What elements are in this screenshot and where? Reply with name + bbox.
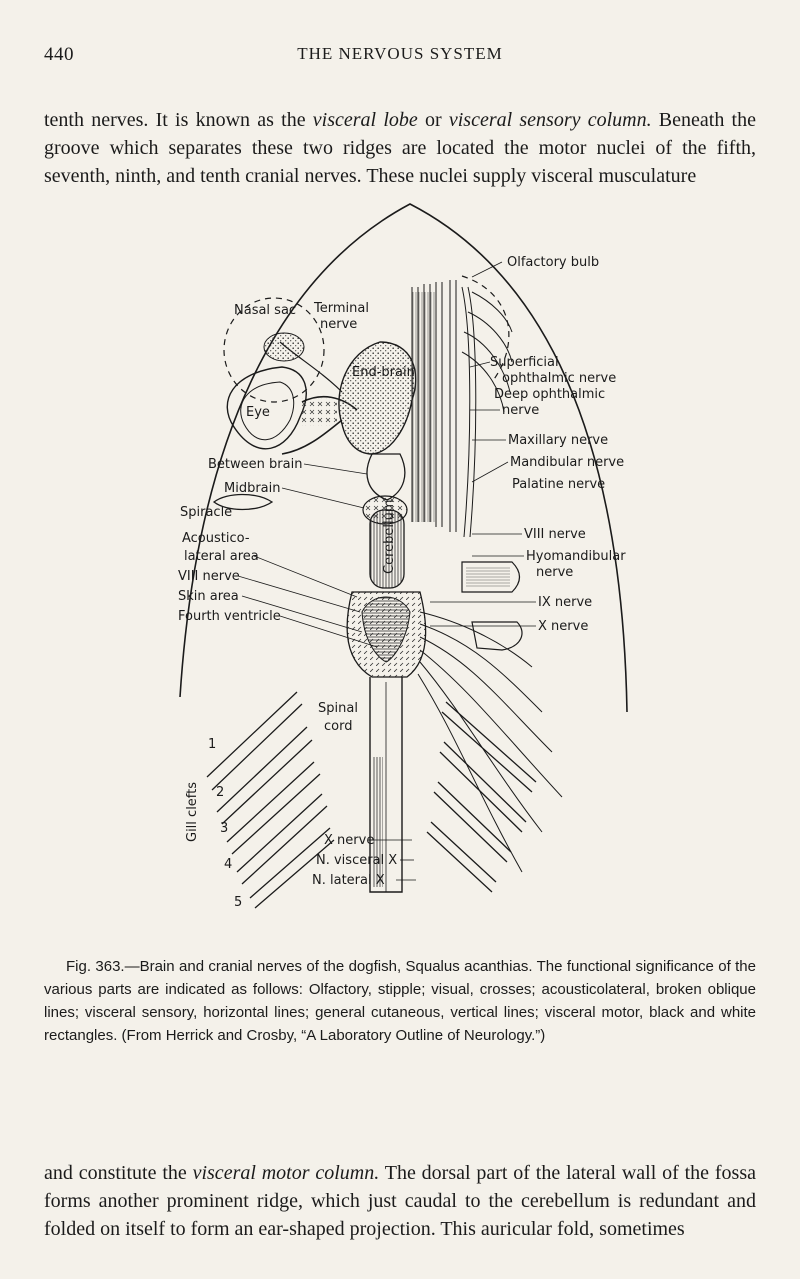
- nasal-sac: [223, 297, 325, 403]
- label-between-brain: Between brain: [208, 457, 302, 472]
- label-cleft-5: 5: [234, 895, 242, 910]
- label-cleft-3: 3: [220, 821, 228, 836]
- label-deep-2: nerve: [502, 403, 539, 418]
- paragraph-bottom: and constitute the visceral motor column…: [44, 1159, 756, 1243]
- label-fourth-ventricle: Fourth ventricle: [178, 609, 281, 624]
- between-brain: [366, 453, 406, 501]
- paragraph-bottom-emphasis-1: visceral motor column.: [192, 1162, 380, 1184]
- label-acoustico-1: Acoustico-: [182, 531, 250, 546]
- label-end-brain: End-brain: [352, 365, 415, 380]
- paragraph-bottom-part1: and constitute the: [44, 1162, 193, 1184]
- running-head: THE NERVOUS SYSTEM: [297, 44, 503, 63]
- cerebellum: [369, 509, 405, 589]
- spiracle: [212, 493, 274, 511]
- paragraph-top-part3: Beneath the groove which separates these…: [44, 109, 756, 187]
- label-palatine: Palatine nerve: [512, 477, 605, 492]
- figure-caption: Fig. 363.—Brain and cranial nerves of th…: [44, 955, 756, 1047]
- page-header: 440 THE NERVOUS SYSTEM: [0, 44, 800, 68]
- paragraph-bottom-part2: The dorsal part of the lateral wall of t…: [44, 1162, 757, 1240]
- head-outline: [179, 203, 628, 713]
- label-eye: Eye: [246, 405, 270, 420]
- paragraph-top-emphasis-2: visceral sensory column.: [448, 109, 652, 131]
- label-cleft-2: 2: [216, 785, 224, 800]
- label-superficial-2: ophthalmic nerve: [502, 371, 616, 386]
- label-nasal-sac: Nasal sac: [234, 303, 296, 318]
- label-n-visceral: N. visceral X: [316, 853, 397, 868]
- label-x-nerve: X nerve: [538, 619, 588, 634]
- gill-clefts-right: [426, 701, 537, 893]
- paragraph-top-part2: or: [417, 109, 449, 131]
- label-spinal-2: cord: [324, 719, 352, 734]
- label-x-nerve-lower: X nerve: [324, 833, 374, 848]
- label-hyomandibular-1: Hyomandibular: [526, 549, 626, 564]
- label-spinal-1: Spinal: [318, 701, 358, 716]
- label-acoustico-2: lateral area: [184, 549, 259, 564]
- label-n-lateral: N. lateral X: [312, 873, 385, 888]
- label-cleft-4: 4: [224, 857, 232, 872]
- eye-outline: [226, 366, 307, 450]
- label-spiracle: Spiracle: [180, 505, 232, 520]
- page-number: 440: [44, 44, 74, 65]
- paragraph-top-emphasis-1: visceral lobe: [312, 109, 418, 131]
- figure-brain-cranial-nerves: Olfactory bulb Nasal sac Terminal nerve …: [172, 192, 632, 920]
- label-hyomandibular-2: nerve: [536, 565, 573, 580]
- paragraph-top-part1: tenth nerves. It is known as the: [44, 109, 313, 131]
- gill-clefts-left: [206, 691, 335, 909]
- gill-nerves: [417, 611, 563, 873]
- label-skin-area: Skin area: [178, 589, 239, 604]
- label-terminal-nerve-1: Terminal: [313, 301, 369, 316]
- end-brain: [338, 341, 417, 455]
- label-terminal-nerve-2: nerve: [320, 317, 357, 332]
- label-superficial-1: Superficial: [490, 355, 559, 370]
- label-deep-1: Deep ophthalmic: [494, 387, 605, 402]
- label-midbrain: Midbrain: [224, 481, 281, 496]
- label-viii-nerve-left: VIII nerve: [178, 569, 240, 584]
- paragraph-top: tenth nerves. It is known as the viscera…: [44, 106, 756, 190]
- brain-illustration: Olfactory bulb Nasal sac Terminal nerve …: [178, 203, 628, 910]
- label-mandibular: Mandibular nerve: [510, 455, 624, 470]
- label-maxillary: Maxillary nerve: [508, 433, 608, 448]
- label-gill-clefts: Gill clefts: [185, 782, 200, 842]
- label-cerebellum: Cerebellum: [382, 499, 397, 574]
- label-olfactory-bulb: Olfactory bulb: [507, 255, 599, 270]
- label-ix-nerve: IX nerve: [538, 595, 592, 610]
- caption-text: Fig. 363.—Brain and cranial nerves of th…: [44, 958, 756, 1044]
- label-viii-nerve: VIII nerve: [524, 527, 586, 542]
- label-cleft-1: 1: [208, 737, 216, 752]
